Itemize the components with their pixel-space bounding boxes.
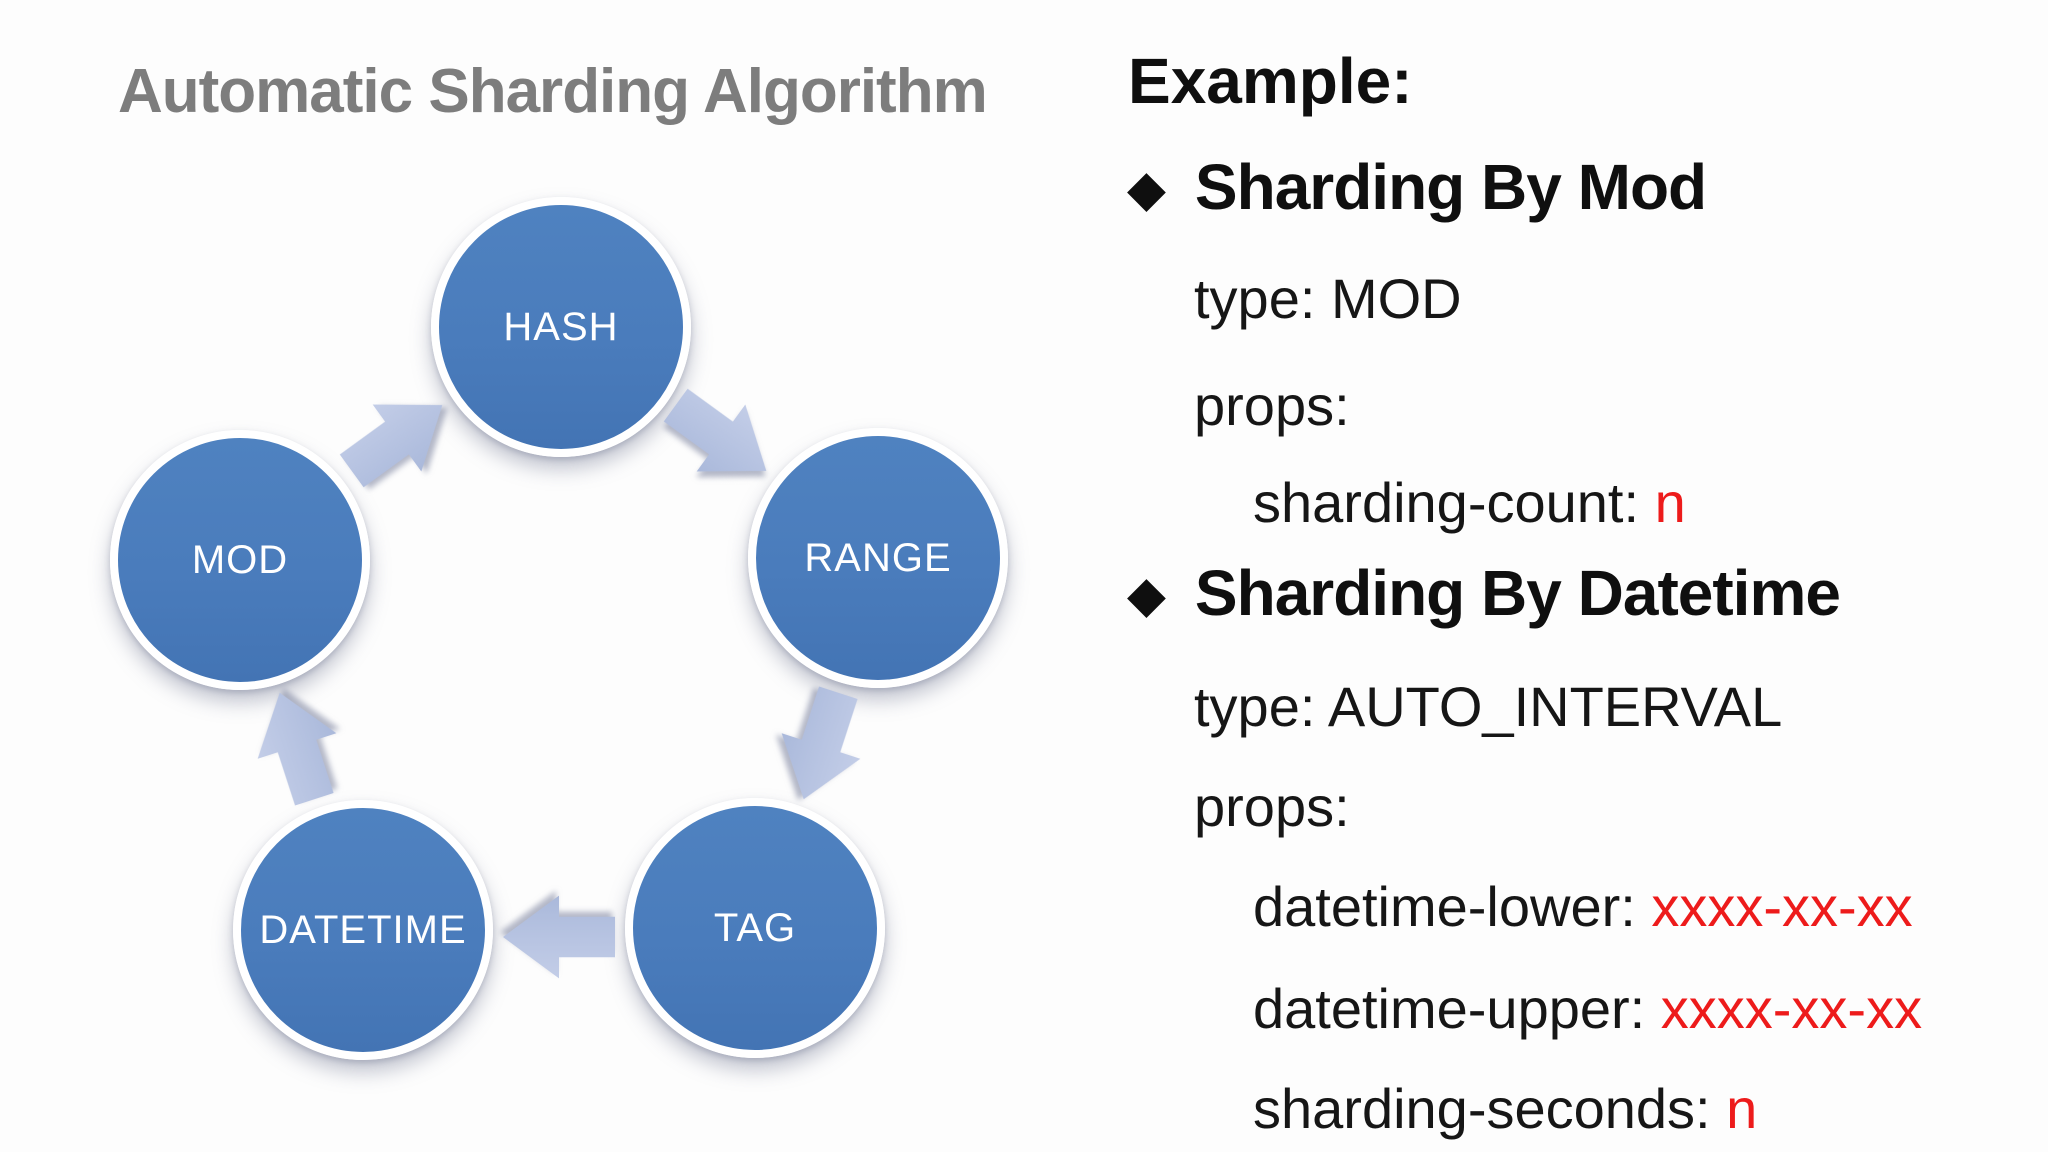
example-line-type-auto-interval: type: AUTO_INTERVAL [1194,674,1782,739]
section-title-text: Sharding By Datetime [1194,557,1841,629]
line-value: xxxx-xx-xx [1660,977,1923,1040]
diagram-node-range: RANGE [748,428,1008,688]
line-text: type: AUTO_INTERVAL [1194,675,1783,738]
node-label-tag: TAG [713,905,797,950]
cycle-arrow-tag-to-datetime-icon [503,893,615,981]
line-text: sharding-count: [1253,471,1655,534]
line-value: n [1654,471,1686,534]
line-value: xxxx-xx-xx [1651,875,1913,938]
diagram-node-tag: TAG [625,798,885,1058]
section-title-sharding-by-mod: ◆ Sharding By Mod [1128,150,1707,224]
cycle-diagram: HASH RANGE TAG DATETIME MOD [110,197,1008,1060]
line-text: props: [1194,374,1350,437]
example-line-props: props: [1194,774,1350,839]
diagram-node-mod: MOD [110,430,370,690]
node-label-hash: HASH [503,304,619,349]
slide-title: Automatic Sharding Algorithm [118,57,988,126]
section-title-text: Sharding By Mod [1194,151,1707,223]
section-title-sharding-by-datetime: ◆ Sharding By Datetime [1128,556,1841,630]
block-arrow-icon [238,679,356,813]
diamond-bullet-icon: ◆ [1128,163,1165,216]
line-text: props: [1194,775,1350,838]
block-arrow-icon [503,893,615,981]
line-value: n [1726,1077,1758,1140]
diagram-node-datetime: DATETIME [233,800,493,1060]
diagram-node-hash: HASH [431,197,691,457]
line-text: type: MOD [1194,267,1462,330]
example-line-sharding-seconds: sharding-seconds: n [1253,1076,1757,1141]
example-line-datetime-lower: datetime-lower: xxxx-xx-xx [1253,874,1913,939]
line-text: datetime-upper: [1253,977,1661,1040]
node-label-datetime: DATETIME [259,907,467,952]
block-arrow-icon [762,679,880,813]
diamond-bullet-icon: ◆ [1128,569,1165,622]
example-line-type-mod: type: MOD [1194,266,1462,331]
cycle-arrow-datetime-to-mod-icon [238,679,356,813]
example-line-props: props: [1194,373,1350,438]
node-label-range: RANGE [804,535,952,580]
example-heading: Example: [1128,45,1413,117]
node-label-mod: MOD [191,537,289,582]
cycle-arrow-range-to-tag-icon [762,679,880,813]
example-line-datetime-upper: datetime-upper: xxxx-xx-xx [1253,976,1922,1041]
line-text: sharding-seconds: [1253,1077,1727,1140]
line-text: datetime-lower: [1253,875,1652,938]
example-line-sharding-count: sharding-count: n [1253,470,1686,535]
